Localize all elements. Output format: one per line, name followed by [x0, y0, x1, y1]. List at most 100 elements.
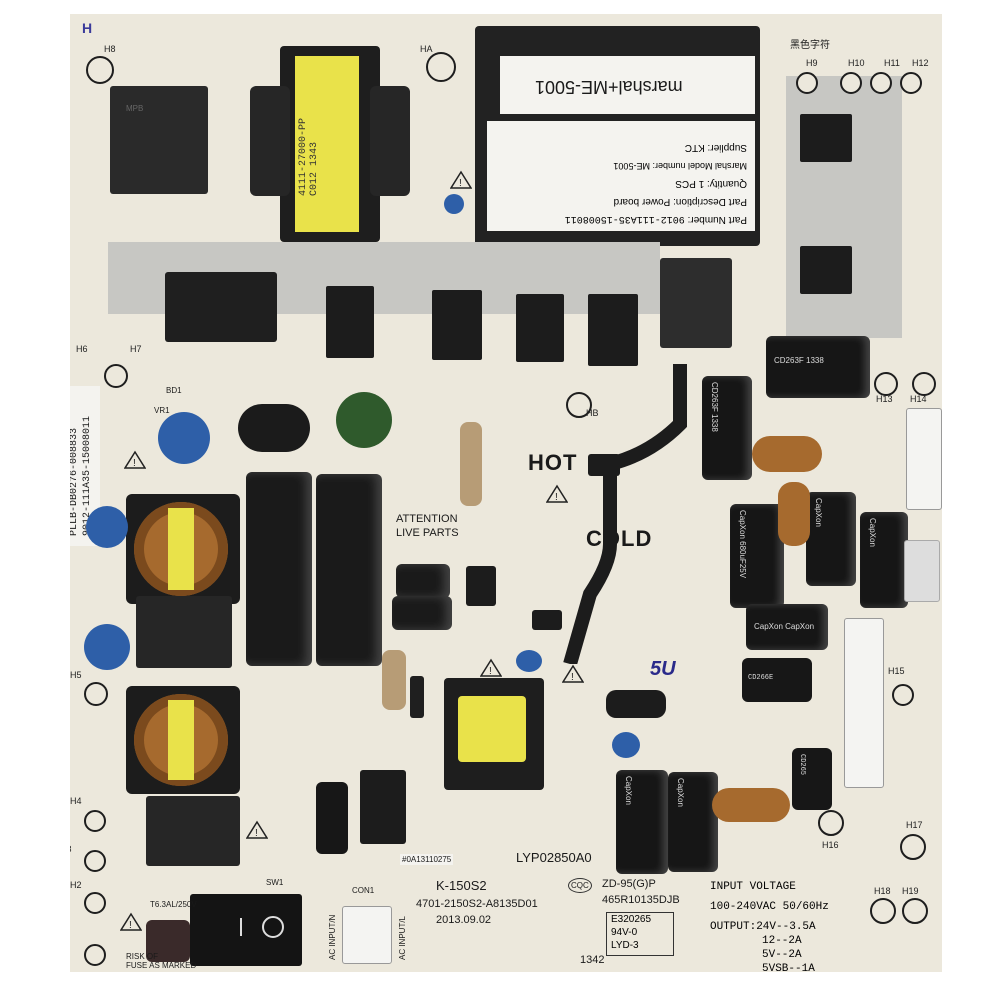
board-date: 2013.09.02: [436, 914, 492, 926]
hole-h2: [84, 892, 106, 914]
sticker-supplier: KTC: [684, 142, 705, 153]
sticker-model-label: Marshal Model number:: [652, 161, 747, 171]
hole-h5: [84, 682, 108, 706]
relay-label: MPB: [126, 104, 144, 113]
sticker-qty-label: Quantity:: [706, 178, 747, 189]
varistor-vr1: [158, 412, 210, 464]
risk-line-2: FUSE AS MARKED: [126, 961, 197, 970]
label-h2: H2: [70, 880, 82, 890]
label-h5: H5: [70, 670, 82, 680]
transformer-label-2: C012 1343: [309, 141, 320, 196]
pcb-board: H 黑色字符 MPB 4111-27000-PP C012 1343 marsh…: [70, 14, 942, 972]
svg-text:!: !: [255, 828, 258, 839]
capacitor-c49: CapXon 680uF25V: [730, 504, 784, 608]
zd-code-2: 465R10135DJB: [602, 894, 680, 906]
input-voltage-title: INPUT VOLTAGE: [710, 881, 796, 893]
attention-line-2: LIVE PARTS: [396, 527, 459, 539]
input-voltage-value: 100-240VAC 50/60Hz: [710, 901, 829, 913]
bulk-capacitor-2: [316, 474, 382, 666]
hole-h12: [900, 72, 922, 94]
input-voltage-block: INPUT VOLTAGE 100-240VAC 50/60Hz OUTPUT:…: [710, 880, 829, 975]
transistor-zd: [466, 566, 496, 606]
diode-d15: [410, 676, 424, 718]
label-h18: H18: [874, 886, 891, 896]
svg-text:!: !: [489, 666, 492, 677]
sticker-qty: 1 PCS: [675, 178, 705, 189]
main-transformer: 4111-27000-PP C012 1343: [250, 46, 420, 242]
resistor-r52: [460, 422, 482, 506]
label-h13: H13: [876, 394, 893, 404]
transistor-q11: [360, 770, 406, 844]
relay-component: [110, 86, 208, 194]
label-h15: H15: [888, 666, 905, 676]
capacitor-c6: CD266E: [742, 658, 812, 702]
capacitor-c63a: CapXon: [616, 770, 668, 874]
svg-text:!: !: [459, 178, 462, 189]
transistor-d20: [800, 246, 852, 294]
capacitor-c30: [392, 596, 452, 630]
label-h11: H11: [884, 58, 900, 68]
label-h8: H8: [104, 44, 116, 54]
warning-icon: !: [124, 450, 146, 469]
warning-icon-5: !: [450, 170, 472, 189]
y-capacitor-1: [86, 506, 128, 548]
bridge-rectifier: [165, 272, 277, 342]
capacitor-c45: CD263F 1338: [766, 336, 870, 398]
output-5vsb: 5VSB--1A: [762, 963, 815, 975]
thermistor-rt1: [336, 392, 392, 448]
hole-h18: [870, 898, 896, 924]
con1-label: CON1: [352, 886, 375, 895]
model-number: LYP02850A0: [516, 850, 592, 865]
capacitor-c26: [396, 564, 450, 598]
qc-sticker: #0A13110275: [400, 854, 454, 865]
warning-icon-hot: !: [546, 484, 568, 503]
cqc-mark: CQC: [568, 878, 592, 893]
y-capacitor-3: [516, 650, 542, 672]
fuse-f1: [146, 920, 190, 962]
ul-line-1: E320265: [611, 914, 652, 925]
inductor-l5: [712, 788, 790, 822]
thermistor-cap: [238, 404, 310, 452]
bd1-label: BD1: [166, 386, 182, 395]
hole-h1: [84, 944, 106, 966]
hot-label: HOT: [528, 450, 578, 475]
cold-label: COLD: [586, 526, 653, 551]
inductor-l7: [752, 436, 822, 472]
ul-line-3: LYD-3: [611, 940, 639, 951]
hole-ha: [426, 52, 456, 82]
svg-text:!: !: [129, 920, 132, 931]
vr1-label: VR1: [154, 406, 170, 415]
hole-h4: [84, 810, 106, 832]
relay-2: [660, 258, 732, 348]
capacitor-c52: CapXon: [860, 512, 908, 608]
sticker-part-number: 9012-111A35-15008011: [564, 213, 685, 224]
connector-top-right: [906, 408, 942, 510]
transistor-d23: [800, 114, 852, 162]
capacitor-c32: [316, 782, 348, 854]
label-h1: H1: [52, 940, 64, 950]
part-code: K-150S2: [436, 878, 487, 893]
connector-con1[interactable]: [342, 906, 392, 964]
label-sticker: marshal+ME-5001 Part Number: 9012-111A35…: [475, 26, 760, 246]
ul-block: E320265 94V-0 LYD-3: [606, 912, 674, 956]
ac-input-n: AC INPUT/N: [328, 914, 337, 960]
bottom-number: 1342: [580, 954, 605, 966]
hole-h3: [84, 850, 106, 872]
power-switch[interactable]: [190, 894, 302, 966]
output-5v: 5V--2A: [762, 949, 802, 961]
label-ha: HA: [420, 44, 433, 54]
common-mode-choke-2: [126, 686, 240, 794]
sticker-part-number-label: Part Number:: [687, 214, 747, 225]
label-h6: H6: [76, 344, 88, 354]
output-12v: 12--2A: [762, 935, 802, 947]
mosfet-2: [432, 290, 482, 360]
label-h7: H7: [130, 344, 142, 354]
connector-cn4: [844, 618, 884, 788]
transformer-label-1: 4111-27000-PP: [298, 117, 309, 196]
opto-u2: [588, 454, 620, 476]
hole-h13: [874, 372, 898, 396]
standby-transformer: [444, 678, 544, 790]
label-h9: H9: [806, 58, 818, 68]
svg-text:!: !: [133, 458, 136, 469]
hole-h9: [796, 72, 818, 94]
